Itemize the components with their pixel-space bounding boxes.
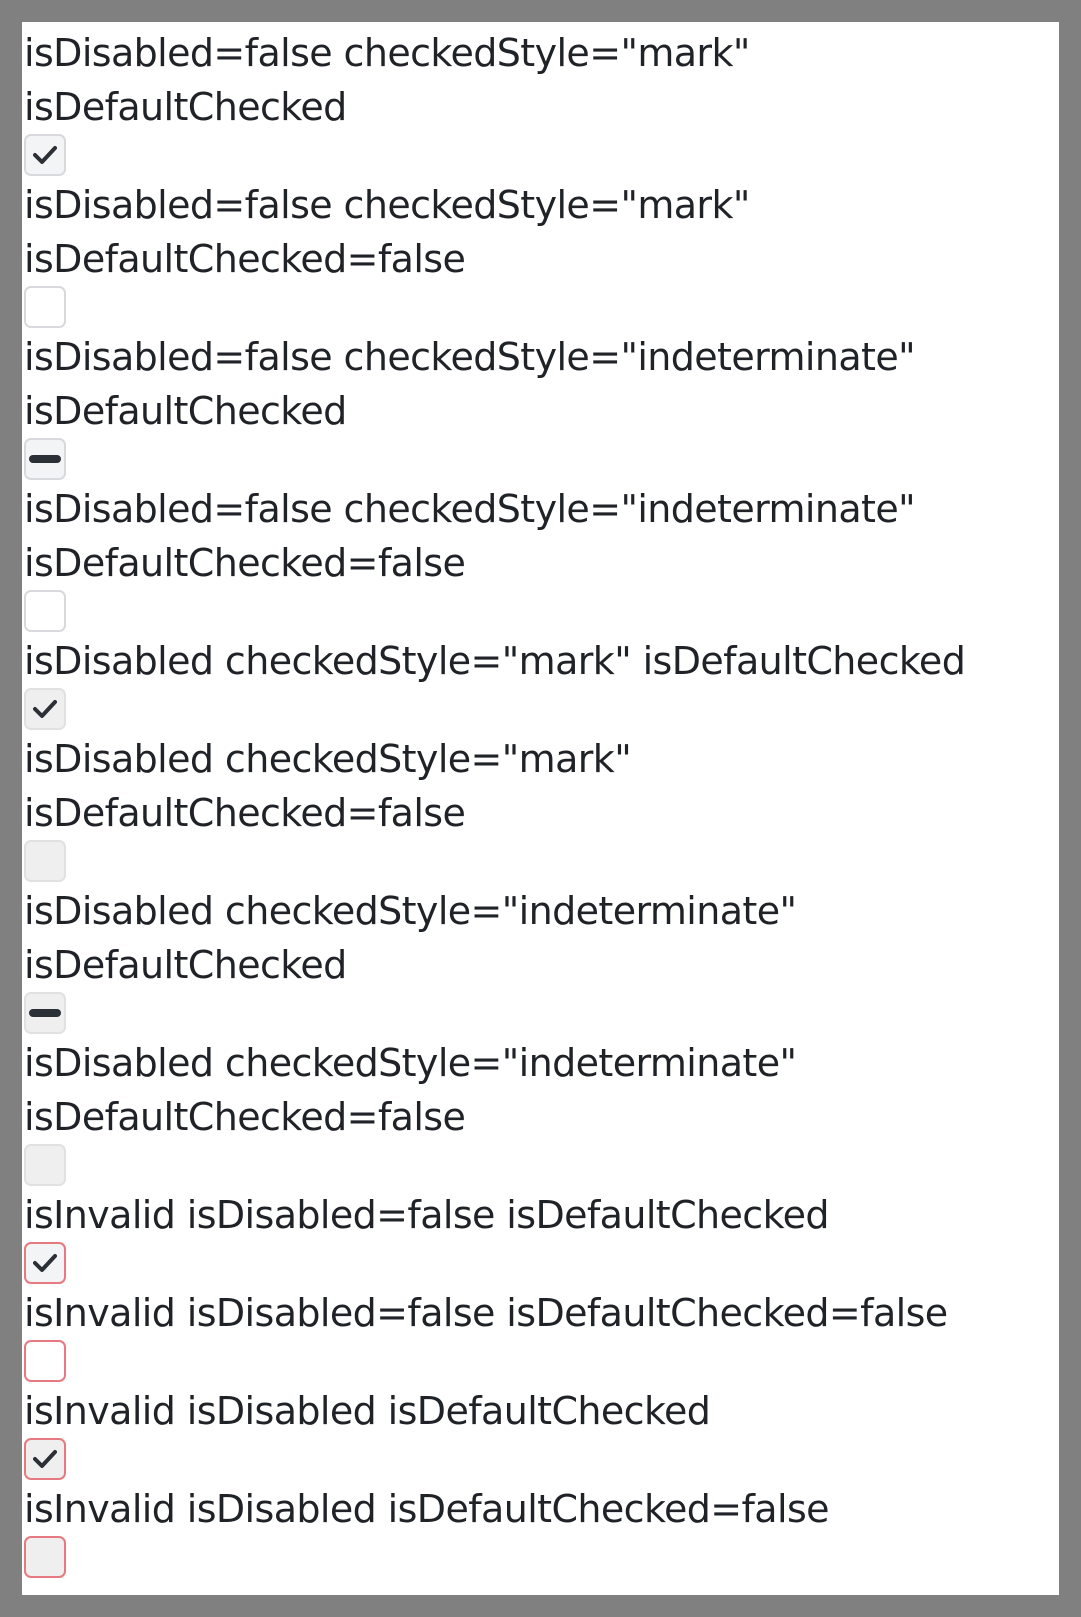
checkbox[interactable] (24, 438, 66, 480)
checkbox-showcase-panel: isDisabled=false checkedStyle="mark" isD… (22, 22, 1059, 1595)
indeterminate-dash-icon (29, 1008, 61, 1018)
checkbox-disabled (24, 840, 66, 882)
checkbox-disabled (24, 1144, 66, 1186)
checkbox-list: isDisabled=false checkedStyle="mark" isD… (24, 26, 1054, 1578)
checkbox-item: isDisabled=false checkedStyle="indetermi… (24, 482, 1054, 632)
checkbox-item: isDisabled checkedStyle="mark" isDefault… (24, 732, 1054, 882)
checkmark-icon (33, 1253, 57, 1273)
checkbox-label: isInvalid isDisabled=false isDefaultChec… (24, 1193, 830, 1237)
checkbox-item: isInvalid isDisabled=false isDefaultChec… (24, 1188, 1054, 1284)
checkmark-icon (33, 1449, 57, 1469)
checkbox-item: isInvalid isDisabled isDefaultChecked (24, 1384, 1054, 1480)
checkbox-item: isDisabled checkedStyle="indeterminate" … (24, 884, 1054, 1034)
checkbox-disabled (24, 688, 66, 730)
checkbox-label: isDisabled checkedStyle="indeterminate" … (24, 1041, 797, 1139)
checkbox-label: isInvalid isDisabled=false isDefaultChec… (24, 1291, 948, 1335)
checkbox-disabled (24, 992, 66, 1034)
checkbox-invalid-disabled (24, 1438, 66, 1480)
checkbox[interactable] (24, 134, 66, 176)
checkbox-item: isInvalid isDisabled isDefaultChecked=fa… (24, 1482, 1054, 1578)
checkbox[interactable] (24, 590, 66, 632)
checkbox-item: isDisabled=false checkedStyle="mark" isD… (24, 26, 1054, 176)
checkbox-label: isDisabled checkedStyle="indeterminate" … (24, 889, 797, 987)
checkbox[interactable] (24, 286, 66, 328)
checkbox-item: isDisabled checkedStyle="indeterminate" … (24, 1036, 1054, 1186)
checkbox-invalid[interactable] (24, 1242, 66, 1284)
checkbox-invalid-disabled (24, 1536, 66, 1578)
checkmark-icon (33, 145, 57, 165)
checkbox-item: isDisabled=false checkedStyle="indetermi… (24, 330, 1054, 480)
checkbox-item: isDisabled checkedStyle="mark" isDefault… (24, 634, 1054, 730)
checkbox-label: isInvalid isDisabled isDefaultChecked=fa… (24, 1487, 830, 1531)
checkbox-item: isInvalid isDisabled=false isDefaultChec… (24, 1286, 1054, 1382)
checkbox-label: isDisabled=false checkedStyle="mark" isD… (24, 183, 750, 281)
checkbox-label: isDisabled=false checkedStyle="indetermi… (24, 487, 916, 585)
checkbox-label: isDisabled checkedStyle="mark" isDefault… (24, 639, 966, 683)
checkbox-label: isDisabled=false checkedStyle="indetermi… (24, 335, 916, 433)
indeterminate-dash-icon (29, 454, 61, 464)
checkbox-label: isInvalid isDisabled isDefaultChecked (24, 1389, 711, 1433)
checkbox-label: isDisabled=false checkedStyle="mark" isD… (24, 31, 750, 129)
checkbox-invalid[interactable] (24, 1340, 66, 1382)
checkbox-label: isDisabled checkedStyle="mark" isDefault… (24, 737, 632, 835)
checkmark-icon (33, 699, 57, 719)
checkbox-item: isDisabled=false checkedStyle="mark" isD… (24, 178, 1054, 328)
